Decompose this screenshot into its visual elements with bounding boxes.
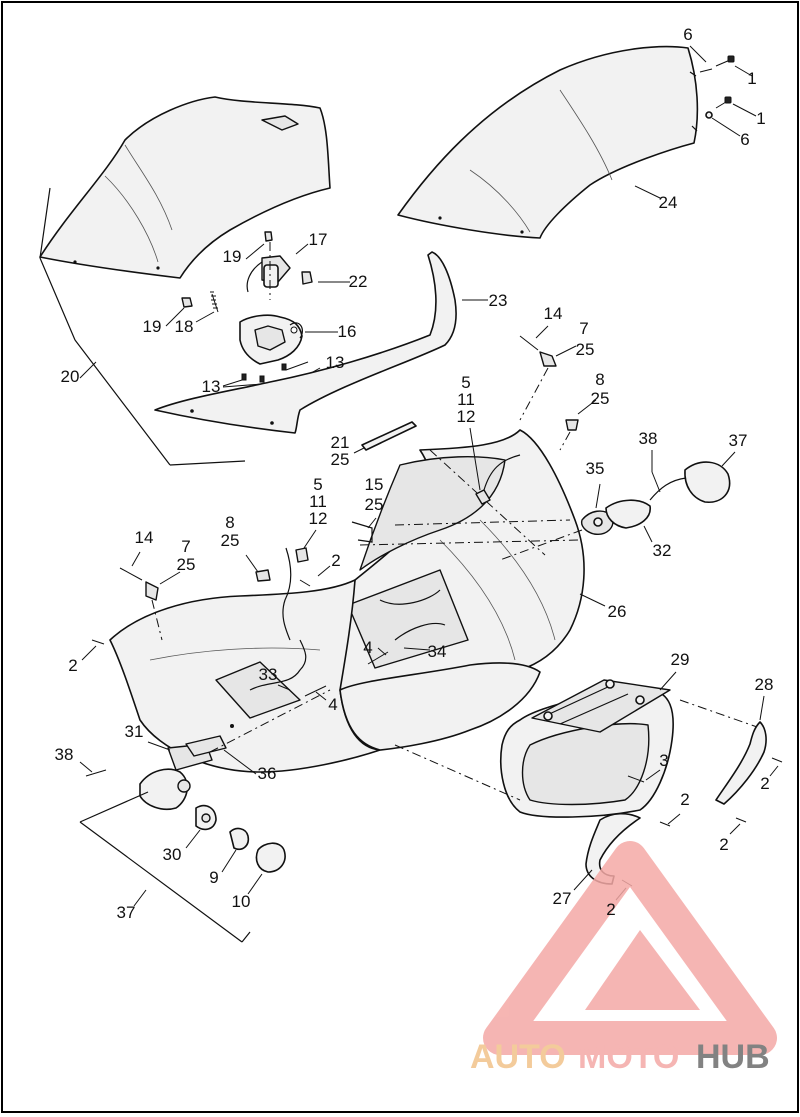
callout-l5a: 5 — [461, 373, 470, 392]
connector-5-11-12-left — [245, 529, 317, 641]
callout-l34: 34 — [428, 642, 447, 661]
callout-l2b: 2 — [68, 656, 77, 675]
callout-l14a: 14 — [544, 304, 563, 323]
callout-l17: 17 — [309, 230, 328, 249]
callout-l2e: 2 — [719, 835, 728, 854]
watermark-logo: AUTO MOTO HUB — [470, 841, 777, 1076]
callout-l4b: 4 — [328, 695, 337, 714]
callout-l12b: 12 — [309, 509, 328, 528]
headlamp-29 — [500, 671, 761, 818]
callout-l1a: 1 — [747, 69, 756, 88]
windshield-20 — [39, 96, 331, 466]
callout-l38a: 38 — [639, 429, 658, 448]
callout-l36: 36 — [258, 764, 277, 783]
callout-l10: 10 — [232, 892, 251, 911]
callout-l32: 32 — [653, 541, 672, 560]
callout-l7b: 7 — [181, 537, 190, 556]
screw-3 — [627, 769, 661, 783]
callout-l11b: 11 — [309, 492, 327, 511]
callout-l33: 33 — [259, 665, 278, 684]
callout-l25e: 25 — [221, 531, 240, 550]
lower-cowl — [109, 579, 541, 773]
callout-l19a: 19 — [223, 247, 242, 266]
callout-l25f: 25 — [177, 555, 196, 574]
bracket-15 — [351, 517, 377, 543]
watermark-auto: AUTO — [470, 1038, 566, 1076]
callout-l8a: 8 — [595, 370, 604, 389]
callout-l1b: 1 — [756, 109, 765, 128]
callout-l8b: 8 — [225, 513, 234, 532]
callout-l21: 21 — [331, 433, 350, 452]
callout-l6b: 6 — [740, 130, 749, 149]
callout-l27: 27 — [553, 889, 572, 908]
callout-l13b: 13 — [202, 377, 221, 396]
callout-l5b: 5 — [313, 475, 322, 494]
leader-20 — [79, 361, 97, 379]
callout-l4a: 4 — [363, 638, 372, 657]
callout-l14b: 14 — [135, 528, 154, 547]
callout-l31: 31 — [125, 722, 144, 741]
bracket-28 — [715, 695, 783, 835]
callout-l2c: 2 — [760, 774, 769, 793]
screw-14-upper — [519, 325, 597, 451]
callout-l28: 28 — [755, 675, 774, 694]
screw-2-left — [81, 565, 331, 661]
screw-14-left — [119, 551, 181, 641]
callout-l12a: 12 — [457, 407, 476, 426]
callout-l2d: 2 — [680, 790, 689, 809]
screws-1-6-top — [634, 45, 757, 199]
windshield-24 — [397, 45, 699, 239]
turn-signal-left — [79, 689, 331, 943]
turn-signal-right — [499, 450, 736, 561]
bracket-assembly-16 — [165, 231, 350, 365]
trim-21 — [353, 421, 417, 454]
callout-l13a: 13 — [326, 353, 345, 372]
callout-l37a: 37 — [729, 431, 748, 450]
callout-l2a: 2 — [331, 551, 340, 570]
callout-l25c: 25 — [331, 450, 350, 469]
callout-l29: 29 — [671, 650, 690, 669]
callout-l25a: 25 — [576, 340, 595, 359]
callout-l26: 26 — [608, 602, 627, 621]
callout-l3: 3 — [659, 751, 668, 770]
callout-l11a: 11 — [457, 390, 475, 409]
callout-l9: 9 — [209, 868, 218, 887]
callout-l6a: 6 — [683, 25, 692, 44]
callout-l25b: 25 — [591, 389, 610, 408]
bolt-4-upper — [367, 647, 431, 665]
callout-l7a: 7 — [579, 319, 588, 338]
callout-l23: 23 — [489, 291, 508, 310]
fairing-26 — [337, 429, 606, 706]
watermark-moto: MOTO — [578, 1038, 679, 1076]
callout-l20: 20 — [61, 367, 80, 386]
bolt-4-lower — [277, 684, 327, 701]
headlamp-leader — [394, 744, 521, 801]
callout-l16: 16 — [338, 322, 357, 341]
callout-l22: 22 — [349, 272, 368, 291]
callout-l38b: 38 — [55, 745, 74, 764]
callout-l24: 24 — [659, 193, 678, 212]
callout-l35: 35 — [586, 459, 605, 478]
watermark-hub: HUB — [696, 1038, 770, 1076]
callout-l15: 15 — [365, 475, 384, 494]
callout-l30: 30 — [163, 845, 182, 864]
trim-strip-23 — [154, 251, 488, 434]
callout-l19b: 19 — [143, 317, 162, 336]
connector-5-11-12-upper — [469, 427, 521, 505]
callout-l18: 18 — [175, 317, 194, 336]
callout-l2f: 2 — [606, 900, 615, 919]
callout-l25d: 25 — [365, 495, 384, 514]
callout-l37b: 37 — [117, 903, 136, 922]
